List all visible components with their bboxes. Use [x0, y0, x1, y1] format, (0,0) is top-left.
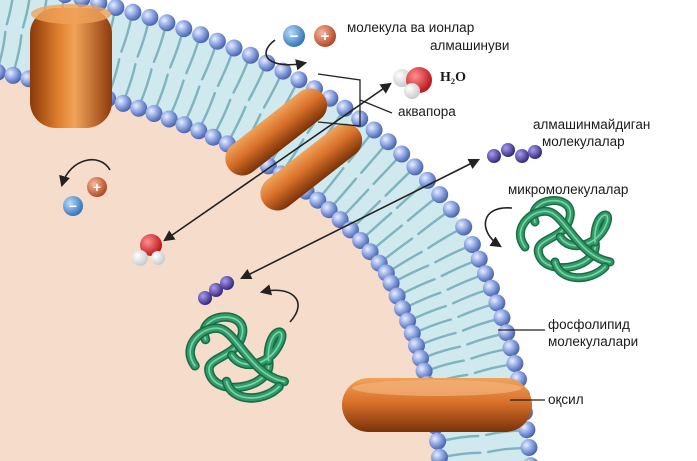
negative-ion-inside-sign: −: [69, 198, 77, 214]
negative-ion-sign: −: [290, 28, 299, 45]
phospholipid-head-outer: [175, 20, 192, 37]
positive-ion-sign: +: [321, 28, 330, 45]
label-protein: оқсил: [548, 392, 584, 408]
phospholipid-head-outer: [483, 280, 500, 297]
phospholipid-head-outer: [366, 122, 383, 139]
phospholipid-head-inner: [429, 433, 446, 450]
phospholipid-head-outer: [226, 40, 243, 57]
phospholipid-head-outer: [431, 186, 448, 203]
label-phospholipid-1: фосфолипид: [548, 317, 630, 333]
phospholipid-head-outer: [209, 33, 226, 50]
label-h2o: H₂O: [440, 70, 466, 86]
phospholipid-head-inner: [176, 116, 193, 133]
phospholipid-head-inner: [130, 100, 147, 117]
phospholipid-head-outer: [498, 324, 515, 341]
phospholipid-head-outer: [503, 339, 520, 356]
label-ion-exchange-1: молекула ва ионлар: [347, 20, 474, 36]
phospholipid-head-outer: [393, 146, 410, 163]
phospholipid-head-outer: [141, 9, 158, 26]
phospholipid-head-inner: [146, 105, 163, 122]
phospholipid-head-outer: [443, 201, 460, 218]
phospholipid-head-inner: [161, 111, 178, 128]
transmembrane-protein-top-left: [30, 4, 112, 128]
transmembrane-protein-bottom: [342, 378, 532, 432]
phospholipid-head-outer: [380, 133, 397, 150]
phospholipid-head-outer: [506, 355, 523, 372]
phospholipid-head-outer: [290, 71, 307, 88]
positive-ion-inside-sign: +: [93, 179, 101, 195]
phospholipid-head-inner: [115, 95, 132, 112]
phospholipid-head-outer: [471, 251, 488, 268]
label-micromolecules: микромолекулалар: [508, 182, 628, 198]
phospholipid-head-outer: [521, 439, 538, 456]
phospholipid-head-outer: [455, 219, 472, 236]
phospholipid-head-outer: [494, 309, 511, 326]
phospholipid-head-outer: [158, 14, 175, 31]
phospholipid-head-outer: [419, 172, 436, 189]
phospholipid-head-outer: [192, 26, 209, 43]
phospholipid-head-outer: [242, 47, 259, 64]
label-non-exchange-1: алмашинмайдиган: [533, 117, 650, 133]
phospholipid-head-outer: [477, 265, 494, 282]
phospholipid-head-outer: [124, 4, 141, 21]
phospholipid-head-outer: [488, 294, 505, 311]
label-ion-exchange-2: алмашинуви: [430, 38, 509, 54]
phospholipid-head-inner: [5, 67, 22, 84]
label-phospholipid-2: молекулалари: [548, 334, 638, 350]
phospholipid-head-outer: [464, 236, 481, 253]
phospholipid-head-outer: [406, 158, 423, 175]
label-non-exchange-2: молекулалар: [542, 134, 625, 150]
label-aquaporin: аквапора: [398, 104, 456, 120]
